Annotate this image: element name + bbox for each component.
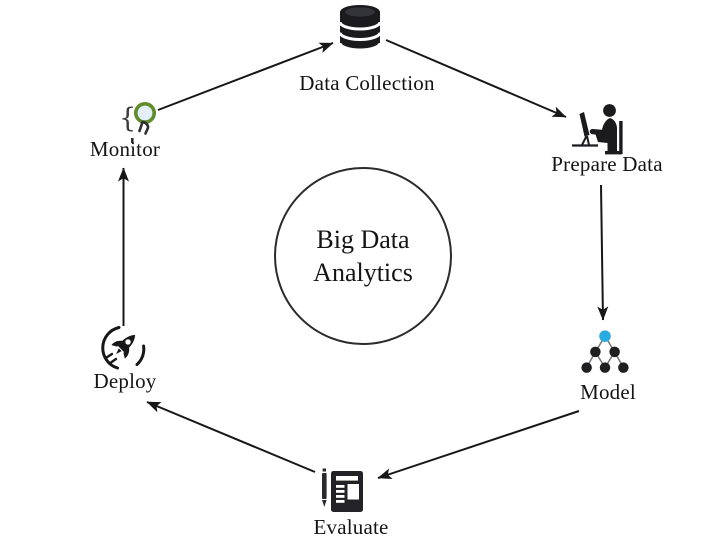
center-circle: Big Data Analytics (274, 167, 452, 345)
rocket-launch-icon (96, 321, 150, 375)
label-evaluate: Evaluate (313, 515, 389, 539)
label-model: Model (580, 380, 636, 404)
label-data-collection: Data Collection (299, 71, 435, 95)
label-monitor: Monitor (89, 137, 161, 161)
svg-text:{: { (119, 103, 136, 134)
arrow-monitor-to-data-collection (157, 42, 334, 111)
arrow-prepare-data-to-model (597, 184, 609, 321)
decision-tree-icon (577, 326, 633, 376)
label-deploy: Deploy (93, 369, 157, 393)
code-magnifier-icon: { (118, 96, 162, 144)
report-pen-icon (314, 465, 366, 517)
database-icon (338, 3, 382, 53)
person-at-computer-icon (568, 100, 626, 158)
center-title-line1: Big Data (316, 225, 410, 254)
arrow-model-to-evaluate (377, 410, 580, 479)
arrow-evaluate-to-deploy (146, 401, 316, 473)
label-prepare-data: Prepare Data (551, 152, 663, 176)
center-title-line2: Analytics (313, 258, 413, 287)
arrow-data-collection-to-prepare-data (385, 39, 567, 118)
